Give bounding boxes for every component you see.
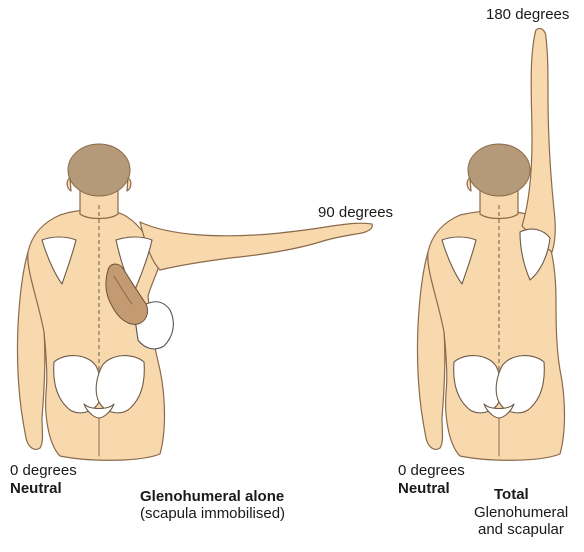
label-right-neutral: Neutral — [398, 480, 450, 497]
left-figure-glenohumeral — [17, 144, 372, 460]
label-scapula-immobilised: (scapula immobilised) — [140, 505, 285, 522]
label-glenohumeral-alone: Glenohumeral alone — [140, 488, 284, 505]
right-figure-total — [417, 28, 564, 460]
label-left-0-degrees: 0 degrees — [10, 462, 77, 479]
right-figure-raised-arm — [522, 28, 555, 252]
label-glenohumeral: Glenohumeral — [474, 504, 568, 521]
label-and-scapular: and scapular — [478, 521, 564, 538]
right-figure-head — [468, 144, 530, 196]
label-90-degrees: 90 degrees — [318, 204, 393, 221]
label-180-degrees: 180 degrees — [486, 6, 569, 23]
left-figure-abducted-arm — [140, 222, 372, 270]
label-right-0-degrees: 0 degrees — [398, 462, 465, 479]
label-left-neutral: Neutral — [10, 480, 62, 497]
label-total: Total — [494, 486, 529, 503]
left-figure-head — [68, 144, 130, 196]
